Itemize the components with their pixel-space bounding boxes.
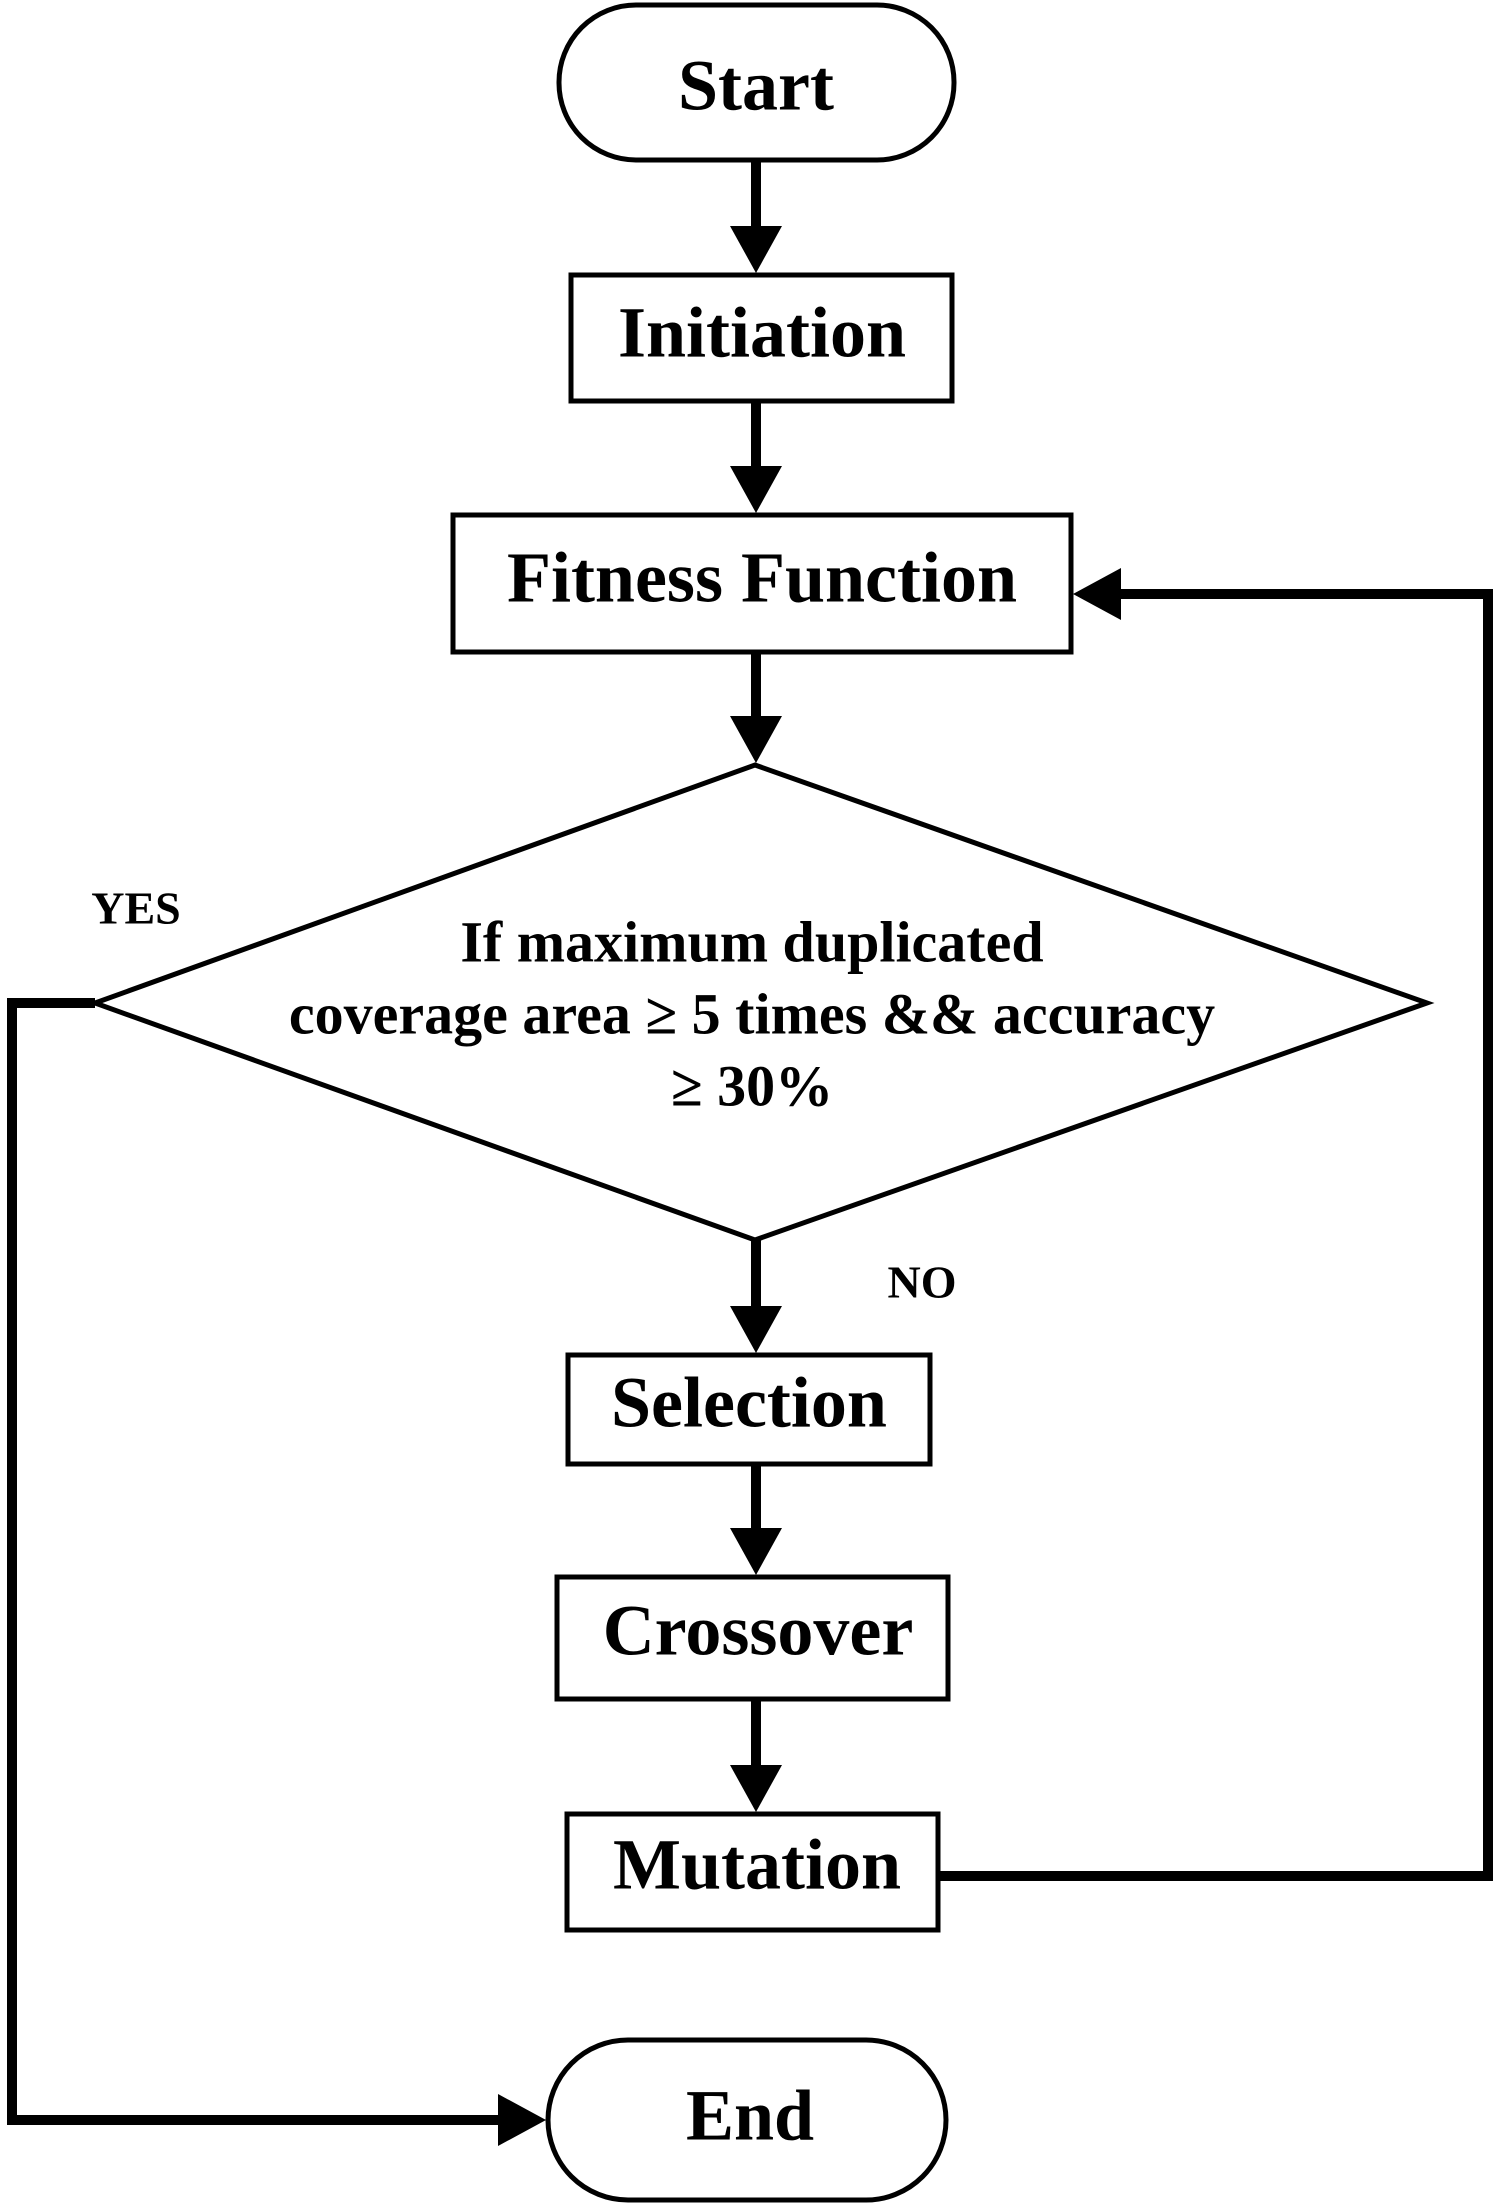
condition-line-3: ≥ 30% <box>671 1053 833 1118</box>
mutation-label: Mutation <box>613 1825 901 1905</box>
fitness-function-label: Fitness Function <box>507 538 1017 618</box>
no-label: NO <box>888 1257 957 1308</box>
crossover-label: Crossover <box>603 1591 914 1671</box>
end-node: End <box>545 2037 949 2203</box>
fitness-function-node: Fitness Function <box>450 512 1074 655</box>
mutation-node: Mutation <box>564 1811 941 1933</box>
loop-arrow-mutation-to-fitness <box>938 568 1493 1881</box>
start-label: Start <box>678 46 834 126</box>
arrow-crossover-to-mutation <box>730 1699 782 1812</box>
condition-line-2: coverage area ≥ 5 times && accuracy <box>289 981 1215 1046</box>
selection-label: Selection <box>611 1363 887 1443</box>
initiation-node: Initiation <box>568 272 955 404</box>
crossover-node: Crossover <box>554 1574 951 1702</box>
arrow-decision-to-selection <box>730 1240 782 1353</box>
selection-node: Selection <box>565 1352 933 1467</box>
arrow-selection-to-crossover <box>730 1464 782 1575</box>
start-node: Start <box>556 2 957 163</box>
initiation-label: Initiation <box>618 293 906 373</box>
decision-node: If maximum duplicated coverage area ≥ 5 … <box>87 762 1435 1243</box>
end-label: End <box>686 2076 814 2156</box>
arrow-fitness-to-decision <box>730 652 782 763</box>
yes-label: YES <box>91 883 180 934</box>
arrow-initiation-to-fitness <box>730 401 782 513</box>
arrow-start-to-initiation <box>730 160 782 273</box>
yes-arrow-decision-to-end <box>7 998 546 2146</box>
condition-line-1: If maximum duplicated <box>460 909 1043 974</box>
